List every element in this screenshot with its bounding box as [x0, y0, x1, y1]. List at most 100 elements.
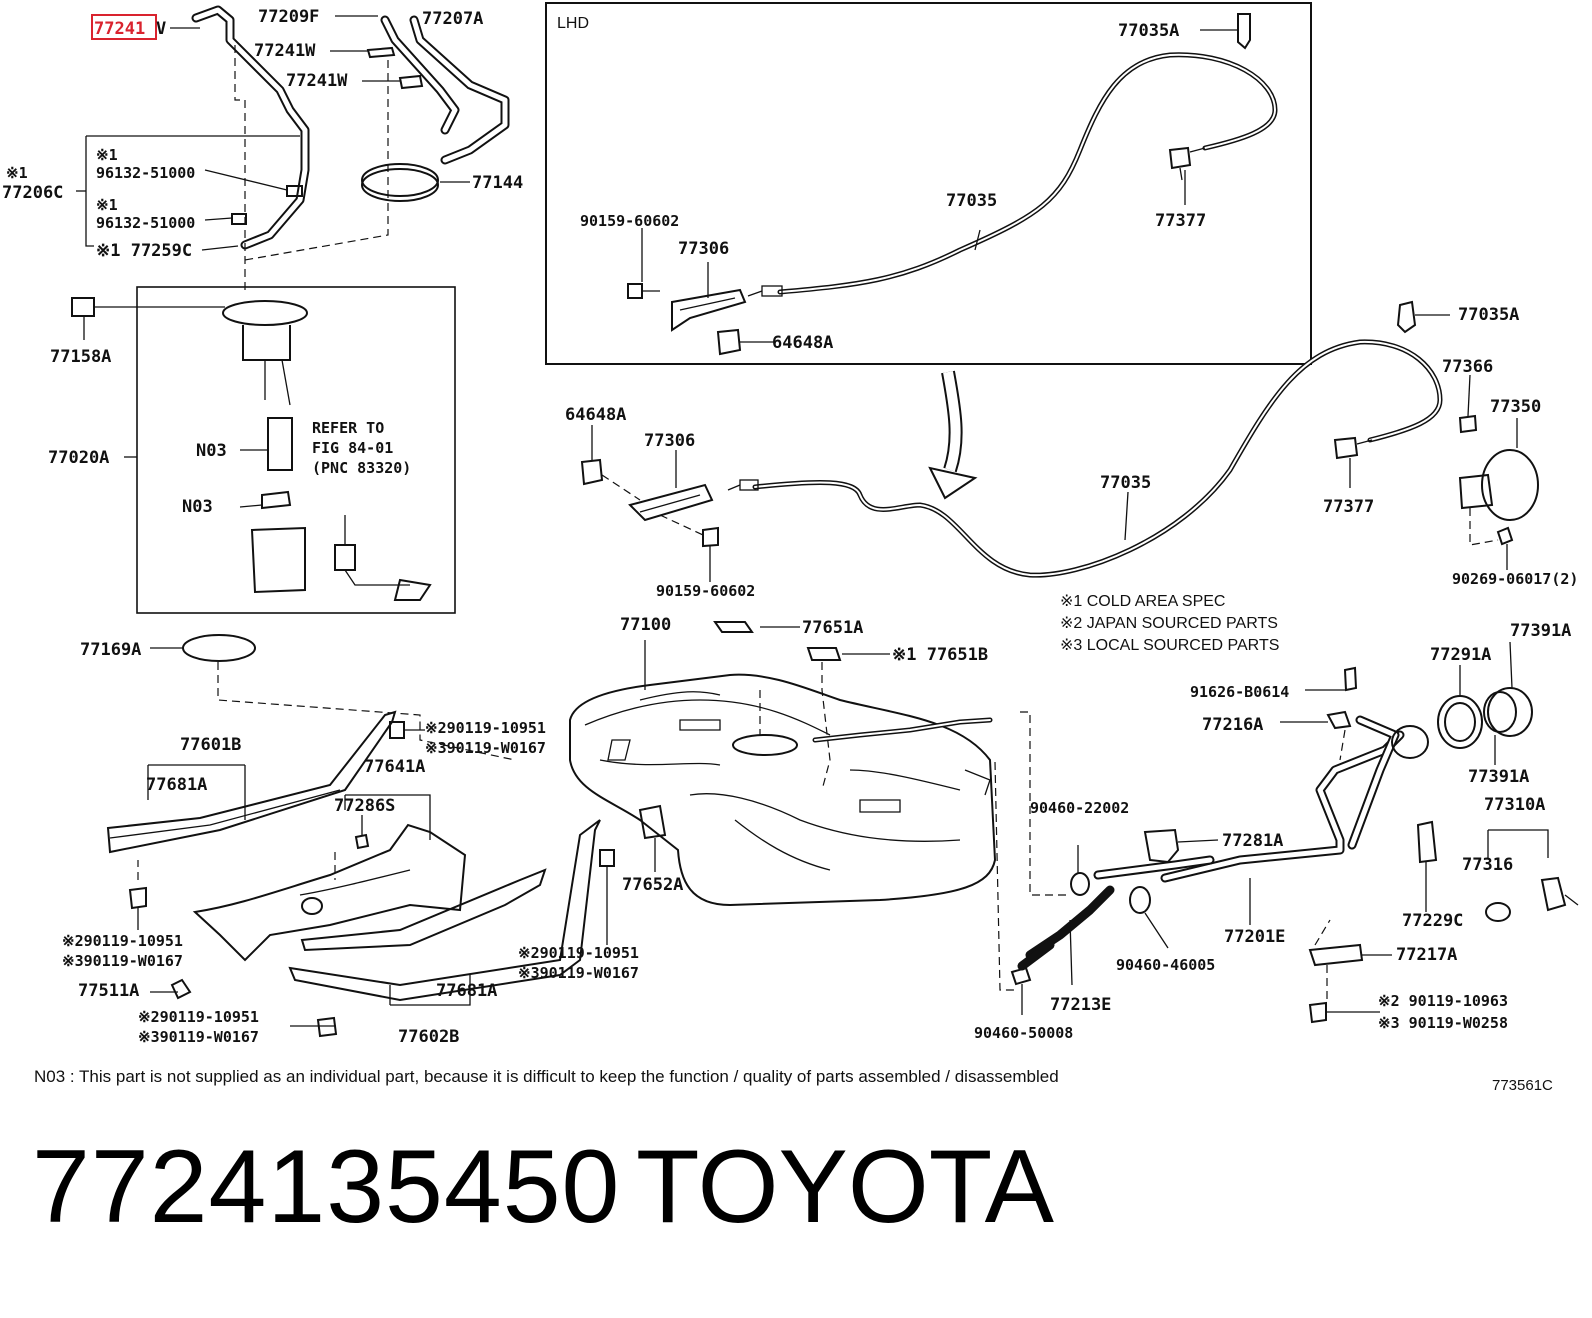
label-77241W-1: 77241W	[254, 41, 316, 61]
label-77209F: 77209F	[258, 7, 319, 27]
lhd-clip-77035A	[1200, 13, 1251, 50]
lhd-clip-64648A	[716, 328, 742, 356]
label-90460-50008: 90460-50008	[974, 1024, 1073, 1042]
lever-77306	[628, 450, 714, 522]
label-77144: 77144	[472, 173, 523, 193]
lhd-bolt-90159	[627, 283, 660, 299]
band-77602B	[288, 819, 601, 1006]
hose-77213E	[1017, 885, 1115, 986]
label-77366: 77366	[1442, 357, 1493, 377]
label-77306: 77306	[644, 431, 695, 451]
legend: ※1 COLD AREA SPEC ※2 JAPAN SOURCED PARTS…	[1060, 593, 1279, 654]
label-77259C: ※1 77259C	[96, 241, 192, 261]
fuel-lid-77350	[1458, 418, 1539, 521]
label-77511A: 77511A	[78, 981, 139, 1001]
bracket-77217A	[1308, 919, 1392, 1000]
cable-77035	[752, 339, 1443, 578]
seals-77291A-77391A	[1437, 641, 1533, 765]
label-n03-pump: N03	[196, 441, 227, 461]
label-refer-3: (PNC 83320)	[312, 459, 411, 477]
arrow-down-icon	[928, 370, 978, 500]
label-90159: 90159-60602	[656, 582, 755, 600]
label-77213E: 77213E	[1050, 995, 1111, 1015]
part-number: 7724135450	[32, 1129, 621, 1245]
label-390119-4: ※390119-W0167	[138, 1028, 259, 1046]
legend-cold-area: ※1 COLD AREA SPEC	[1060, 593, 1225, 610]
label-refer-2: FIG 84-01	[312, 439, 393, 457]
label-390119-2: ※390119-W0167	[62, 952, 183, 970]
lhd-cable-77035	[777, 52, 1278, 295]
cap-77310A	[1485, 829, 1579, 922]
label-90460-22002: 90460-22002	[1030, 799, 1129, 817]
gasket-77169A	[150, 634, 256, 662]
lhd-leaders	[641, 170, 1186, 343]
clip-91626	[1280, 666, 1358, 761]
label-n03-filter: N03	[182, 497, 213, 517]
grommet-77377	[1333, 436, 1373, 488]
legend-local-sourced: ※3 LOCAL SOURCED PARTS	[1060, 637, 1279, 654]
clamps-90460	[1010, 845, 1169, 1015]
clip-64648A	[580, 425, 641, 501]
label-77169A: 77169A	[80, 640, 141, 660]
legend-japan-sourced: ※2 JAPAN SOURCED PARTS	[1060, 615, 1278, 632]
label-90269: 90269-06017(2)	[1452, 570, 1578, 588]
label-mark1-c: ※1	[96, 196, 118, 214]
bracket-77206C	[85, 135, 300, 247]
label-77241W-2: 77241W	[286, 71, 348, 91]
lhd-label-77035A: 77035A	[1118, 21, 1179, 41]
label-390119-3: ※390119-W0167	[518, 964, 639, 982]
label-90119-W0258: ※3 90119-W0258	[1378, 1014, 1508, 1032]
label-77241V-highlighted: 77241	[94, 19, 145, 39]
dashed-90460-22002	[994, 711, 1070, 991]
label-77035A: 77035A	[1458, 305, 1519, 325]
label-90460-46005: 90460-46005	[1116, 956, 1215, 974]
label-77377: 77377	[1323, 497, 1374, 517]
label-77641A: 77641A	[364, 757, 425, 777]
fuel-tube-77207A	[380, 15, 510, 165]
label-77035: 77035	[1100, 473, 1151, 493]
label-91626: 91626-B0614	[1190, 683, 1289, 701]
label-77681A-left: 77681A	[146, 775, 207, 795]
tank-hose	[812, 717, 993, 743]
label-77651A: 77651A	[802, 618, 863, 638]
label-77286S: 77286S	[334, 796, 395, 816]
label-mark1-a: ※1	[6, 164, 28, 182]
label-77158A: 77158A	[50, 347, 111, 367]
label-77350: 77350	[1490, 397, 1541, 417]
label-77216A: 77216A	[1202, 715, 1263, 735]
label-77602B: 77602B	[398, 1027, 459, 1047]
breather-tube	[1093, 855, 1215, 880]
label-77020A: 77020A	[48, 448, 109, 468]
lhd-grommet-77377	[1168, 146, 1206, 181]
label-77681A-right: 77681A	[436, 981, 497, 1001]
highlight-box	[91, 14, 157, 40]
label-77652A: 77652A	[622, 875, 683, 895]
label-77651B: ※1 77651B	[892, 645, 988, 665]
pads-77651	[713, 621, 890, 791]
filler-pipe-77201E	[1160, 715, 1429, 883]
label-64648A: 64648A	[565, 405, 626, 425]
label-77100: 77100	[620, 615, 671, 635]
retainer-ring-77144	[361, 163, 439, 202]
bolt-90119	[1308, 1001, 1380, 1024]
grommet-77229C	[1416, 820, 1438, 912]
label-96132-b: 96132-51000	[96, 214, 195, 232]
label-77201E: 77201E	[1224, 927, 1285, 947]
footnote-n03: N03 : This part is not supplied as an in…	[34, 1067, 1059, 1086]
fuel-tank-77100	[569, 673, 997, 907]
bracket-77281A	[1143, 828, 1219, 864]
label-290119-4: ※290119-10951	[138, 1008, 259, 1026]
label-77207A: 77207A	[422, 9, 483, 29]
protector-77641A	[192, 794, 467, 962]
part-labels: 77241 V 77209F 77207A 77241W 77241W 7714…	[2, 7, 1578, 1047]
label-mark1-b: ※1	[96, 146, 118, 164]
figure-id: 773561C	[1492, 1077, 1553, 1094]
lhd-label-77377: 77377	[1155, 211, 1206, 231]
label-390119-1: ※390119-W0167	[425, 739, 546, 757]
clamps-96132	[231, 185, 303, 225]
screw-90269	[1469, 508, 1514, 570]
lhd-label-77306: 77306	[678, 239, 729, 259]
label-290119-2: ※290119-10951	[62, 932, 183, 950]
band-77601B	[106, 710, 397, 854]
brand-name: TOYOTA	[636, 1129, 1054, 1245]
